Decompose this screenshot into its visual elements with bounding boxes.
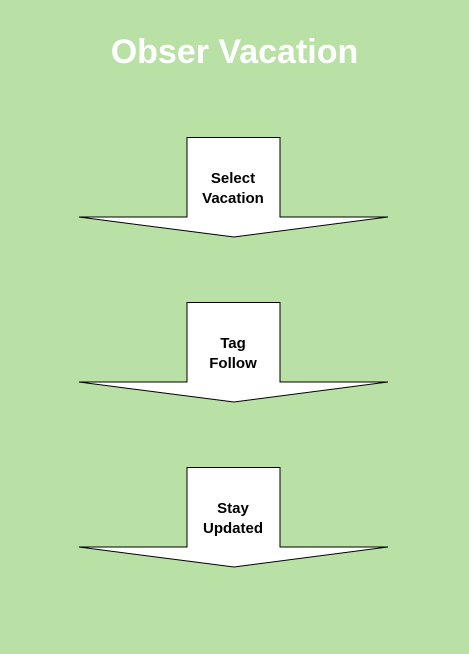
step-label-line-2: Follow: [209, 355, 257, 372]
step-label: Select Vacation: [186, 169, 280, 209]
step-label-line-1: Stay: [217, 500, 249, 517]
down-arrow-shape: [78, 467, 389, 568]
step-label-line-2: Vacation: [202, 190, 264, 207]
step-label-line-2: Updated: [203, 520, 263, 537]
step-arrow-stay-updated: Stay Updated: [78, 467, 390, 570]
step-arrow-select-vacation: Select Vacation: [78, 137, 390, 240]
diagram-title: Obser Vacation: [110, 33, 359, 71]
step-label-line-1: Tag: [220, 335, 246, 352]
down-arrow-shape: [78, 302, 389, 403]
step-label: Tag Follow: [186, 334, 280, 374]
down-arrow-shape: [78, 137, 389, 238]
step-label-line-1: Select: [210, 170, 256, 187]
step-label: Stay Updated: [186, 499, 280, 539]
step-arrow-tag-follow: Tag Follow: [78, 302, 390, 405]
